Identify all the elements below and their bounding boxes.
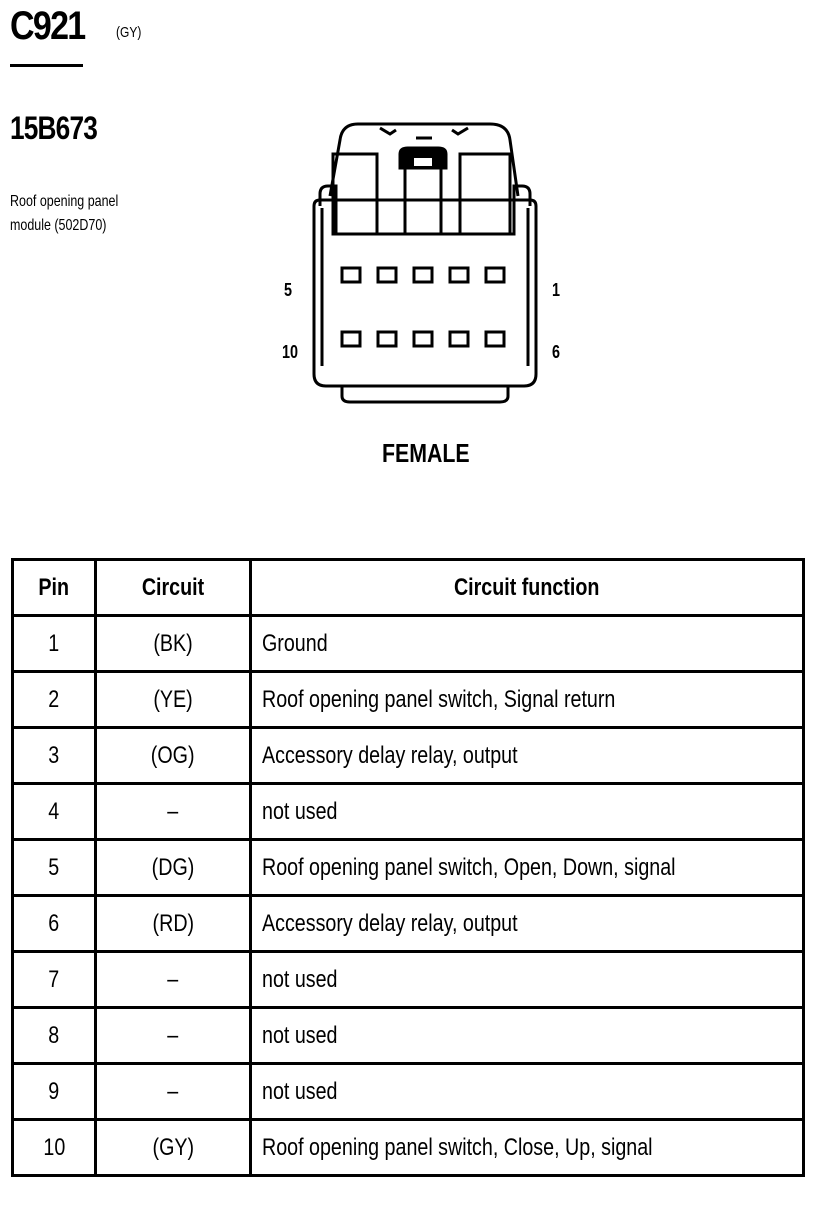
circuit-color: –: [94, 782, 252, 841]
circuit-function: Roof opening panel switch, Close, Up, si…: [249, 1118, 805, 1177]
description-line-1: Roof opening panel: [10, 193, 119, 210]
pin-cavity: [340, 266, 362, 284]
part-number: 15B673: [10, 110, 98, 146]
circuit-color: –: [94, 950, 252, 1009]
cavity-grid: [340, 266, 506, 348]
pin-cavity: [376, 330, 398, 348]
circuit-function: Accessory delay relay, output: [249, 726, 805, 785]
pin-cavity: [376, 266, 398, 284]
circuit-color: (RD): [94, 894, 252, 953]
circuit-function: Roof opening panel switch, Open, Down, s…: [249, 838, 805, 897]
pin-number: 3: [11, 726, 97, 785]
connector-color: (GY): [116, 24, 142, 41]
table-row: 6(RD)Accessory delay relay, output: [11, 894, 805, 953]
pin-number: 2: [11, 670, 97, 729]
pin-number: 5: [11, 838, 97, 897]
table-row: 9–not used: [11, 1062, 805, 1121]
table-row: 1(BK)Ground: [11, 614, 805, 673]
circuit-color: –: [94, 1006, 252, 1065]
header-pin: Pin: [11, 558, 97, 617]
pin-cavity: [484, 266, 506, 284]
pin-cavity: [412, 266, 434, 284]
pin-table: Pin Circuit Circuit function 1(BK)Ground…: [11, 558, 805, 1177]
circuit-color: (DG): [94, 838, 252, 897]
connector-face-diagram: [312, 122, 538, 404]
header-circuit: Circuit: [94, 558, 252, 617]
circuit-function: not used: [249, 1062, 805, 1121]
pin-cavity: [484, 330, 506, 348]
pin-label-bottom-left: 10: [282, 342, 299, 362]
pin-number: 6: [11, 894, 97, 953]
table-row: 3(OG)Accessory delay relay, output: [11, 726, 805, 785]
pin-label-top-left: 5: [284, 280, 293, 300]
circuit-color: (OG): [94, 726, 252, 785]
connector-housing: [312, 184, 538, 404]
circuit-color: (GY): [94, 1118, 252, 1177]
connector-latch: [328, 122, 520, 236]
pin-cavity: [448, 330, 470, 348]
circuit-color: (YE): [94, 670, 252, 729]
table-row: 2(YE)Roof opening panel switch, Signal r…: [11, 670, 805, 729]
circuit-function: Ground: [249, 614, 805, 673]
pin-label-bottom-right: 6: [552, 342, 561, 362]
connector-id-underline: [10, 64, 83, 67]
table-row: 10(GY)Roof opening panel switch, Close, …: [11, 1118, 805, 1177]
header-circuit-function: Circuit function: [249, 558, 805, 617]
table-row: 4–not used: [11, 782, 805, 841]
circuit-color: –: [94, 1062, 252, 1121]
pin-label-top-right: 1: [552, 280, 561, 300]
pin-number: 4: [11, 782, 97, 841]
table-row: 5(DG)Roof opening panel switch, Open, Do…: [11, 838, 805, 897]
pin-cavity: [448, 266, 470, 284]
connector-id: C921: [10, 4, 86, 48]
circuit-function: Accessory delay relay, output: [249, 894, 805, 953]
description-line-2: module (502D70): [10, 217, 107, 234]
connector-gender-label: FEMALE: [382, 438, 470, 468]
pin-table-header-row: Pin Circuit Circuit function: [11, 558, 805, 617]
table-row: 8–not used: [11, 1006, 805, 1065]
pin-number: 7: [11, 950, 97, 1009]
pin-cavity: [340, 330, 362, 348]
table-row: 7–not used: [11, 950, 805, 1009]
pin-number: 8: [11, 1006, 97, 1065]
connector-description: Roof opening panel module (502D70): [10, 190, 166, 238]
pin-number: 9: [11, 1062, 97, 1121]
circuit-function: not used: [249, 1006, 805, 1065]
pin-number: 10: [11, 1118, 97, 1177]
pin-number: 1: [11, 614, 97, 673]
circuit-color: (BK): [94, 614, 252, 673]
pin-cavity: [412, 330, 434, 348]
circuit-function: not used: [249, 782, 805, 841]
circuit-function: not used: [249, 950, 805, 1009]
circuit-function: Roof opening panel switch, Signal return: [249, 670, 805, 729]
